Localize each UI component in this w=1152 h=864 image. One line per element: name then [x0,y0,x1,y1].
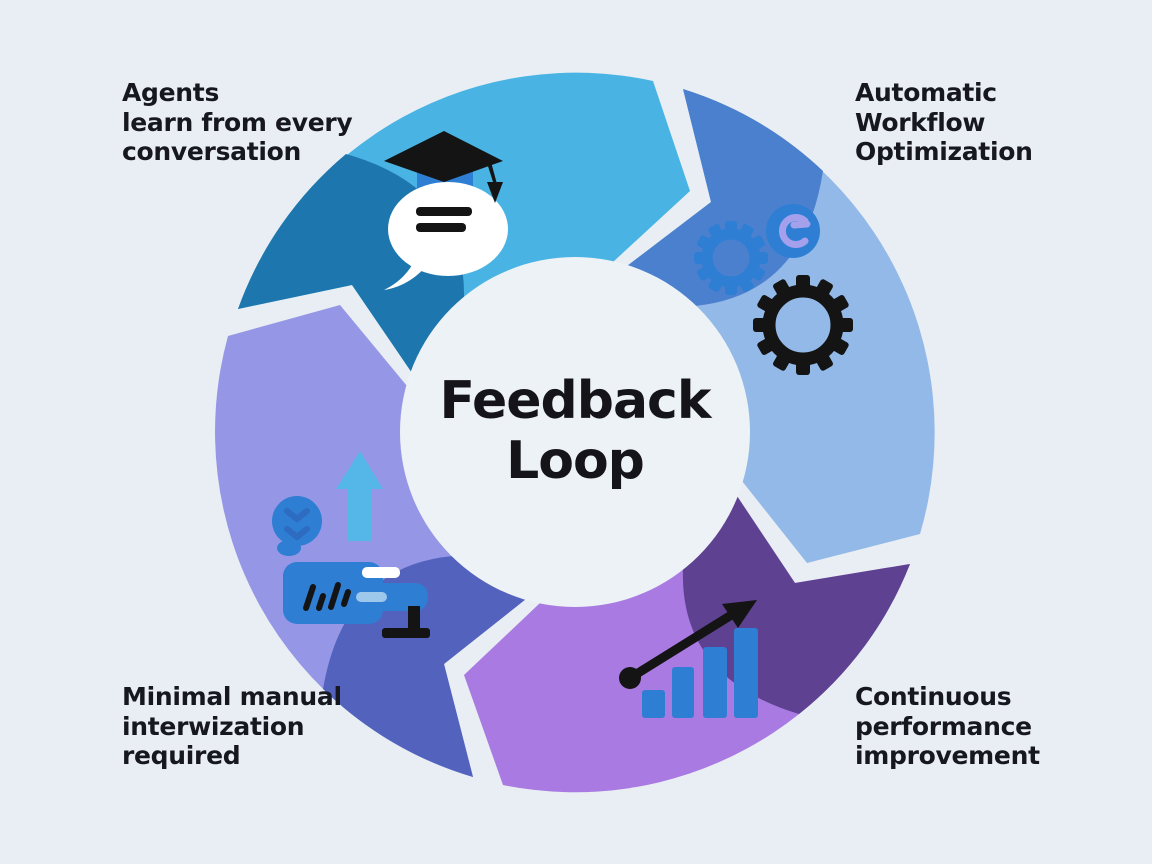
label-line: Automatic [855,78,997,107]
stand-icon [382,606,430,638]
label-line: interwization [122,711,305,741]
graduation-cap-icon [384,131,503,182]
bubble-text-line [416,223,466,232]
improvement-dashboard-icon [272,451,430,638]
label-line: improvement [855,741,1040,770]
title-line: Feedback [439,371,712,431]
cap-tassel [487,162,497,185]
bulb-badge-icon [272,496,322,556]
diagram-title: Feedback Loop [355,371,795,492]
label-line: Agents [122,78,220,107]
label-line: Workflow [855,107,986,137]
label-line: performance [855,711,1032,741]
growth-bar-chart-icon [619,600,758,718]
label-line: Minimal manual [122,682,342,711]
label-top-left: Agents learn from every conversation [122,78,353,167]
segment-right-shadow-arc [627,89,823,306]
label-bottom-right: Continuous performance improvement [855,682,1040,771]
label-bottom-left: Minimal manual interwization required [122,682,342,771]
learning-conversation-icon [384,131,508,290]
bar [642,690,665,718]
label-line: Continuous [855,682,1012,711]
cap-tassel-knob [487,182,503,203]
center-circle [400,257,750,607]
workflow-gears-icon [694,204,853,375]
console-icon [283,562,428,624]
bar [703,647,727,718]
power-badge-icon [766,204,820,258]
title-line: Loop [506,430,645,491]
label-top-right: Automatic Workflow Optimization [855,78,1033,167]
label-line: conversation [122,137,302,166]
up-arrow-icon [336,451,383,541]
blue-gear-icon [694,221,768,295]
label-line: Optimization [855,137,1033,166]
speech-bubble-tail [384,258,428,290]
bubble-text-line [416,207,472,216]
label-line: required [122,741,241,770]
bar [672,667,694,718]
black-gear-icon [753,275,853,375]
trend-arrow-icon [619,600,757,689]
bar [734,628,758,718]
waveform-ticks [303,582,351,611]
label-line: learn from every [122,107,353,137]
